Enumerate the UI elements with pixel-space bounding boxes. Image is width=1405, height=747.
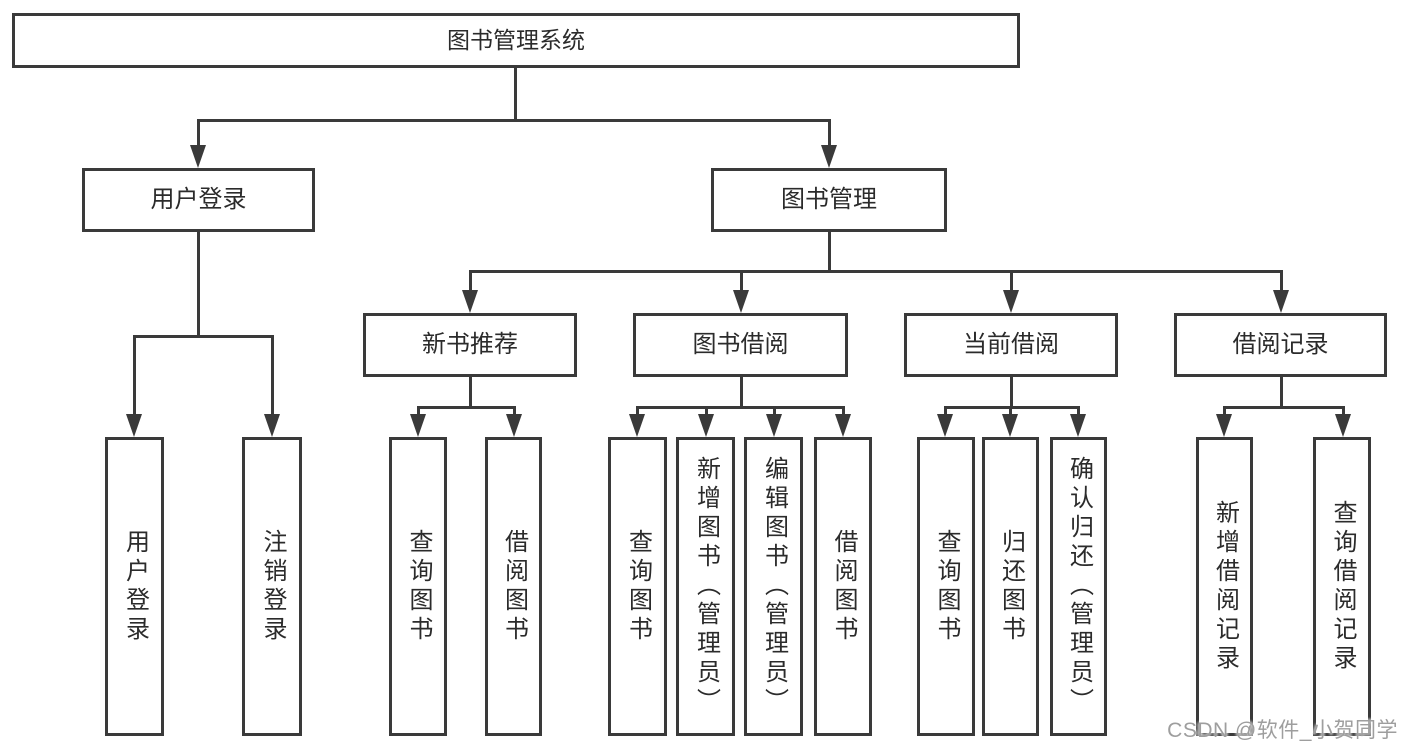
connector-line [1010, 270, 1013, 292]
node-book-management: 图书管理 [711, 168, 947, 232]
connector-line [1077, 406, 1080, 416]
connector-line [197, 119, 200, 147]
leaf-logout: 注销登录 [242, 437, 302, 736]
node-book-management-label: 图书管理 [781, 185, 877, 213]
arrowhead-down-icon [821, 145, 837, 168]
connector-line [828, 119, 831, 147]
leaf-current-return-book: 归还图书 [982, 437, 1039, 736]
leaf-logout-label: 注销登录 [259, 528, 286, 645]
leaf-current-query-book: 查询图书 [917, 437, 975, 736]
leaf-recommend-borrow-book: 借阅图书 [485, 437, 542, 736]
arrowhead-down-icon [410, 414, 426, 437]
connector-line [469, 377, 472, 408]
connector-line [197, 232, 200, 337]
leaf-borrow-add-book-admin: 新增图书（管理员） [676, 437, 735, 736]
leaf-borrow-edit-book-admin-label: 编辑图书（管理员） [760, 456, 788, 717]
connector-line [828, 232, 831, 272]
leaf-borrow-query-book: 查询图书 [608, 437, 667, 736]
connector-line [197, 119, 831, 122]
arrowhead-down-icon [698, 414, 714, 437]
connector-line [705, 406, 708, 416]
leaf-current-confirm-return-admin: 确认归还（管理员） [1050, 437, 1107, 736]
arrowhead-down-icon [462, 290, 478, 313]
connector-line [842, 406, 845, 416]
connector-line [636, 406, 639, 416]
leaf-borrow-borrow-book-label: 借阅图书 [830, 528, 857, 645]
arrowhead-down-icon [733, 290, 749, 313]
arrowhead-down-icon [1273, 290, 1289, 313]
leaf-borrow-borrow-book: 借阅图书 [814, 437, 872, 736]
node-user-login: 用户登录 [82, 168, 315, 232]
connector-line [514, 68, 517, 121]
leaf-borrow-edit-book-admin: 编辑图书（管理员） [744, 437, 803, 736]
arrowhead-down-icon [1070, 414, 1086, 437]
arrowhead-down-icon [629, 414, 645, 437]
csdn-watermark: CSDN @软件_小贺同学 [1167, 719, 1398, 742]
leaf-record-add-borrow-record-label: 新增借阅记录 [1211, 499, 1239, 674]
connector-line [417, 406, 516, 409]
connector-line [469, 270, 1283, 273]
connector-line [944, 406, 1080, 409]
leaf-recommend-borrow-book-label: 借阅图书 [500, 528, 528, 645]
connector-line [636, 406, 845, 409]
node-user-login-label: 用户登录 [150, 185, 247, 213]
node-library-system-label: 图书管理系统 [447, 26, 585, 53]
node-book-borrow-label: 图书借阅 [692, 330, 789, 358]
connector-line [740, 377, 743, 408]
connector-line [1342, 406, 1345, 416]
connector-line [271, 335, 274, 416]
arrowhead-down-icon [1335, 414, 1351, 437]
connector-line [469, 270, 472, 292]
arrowhead-down-icon [835, 414, 851, 437]
arrowhead-down-icon [937, 414, 953, 437]
arrowhead-down-icon [126, 414, 142, 437]
leaf-current-query-book-label: 查询图书 [933, 528, 960, 645]
leaf-current-return-book-label: 归还图书 [997, 528, 1025, 645]
arrowhead-down-icon [1002, 414, 1018, 437]
leaf-current-confirm-return-admin-label: 确认归还（管理员） [1065, 456, 1093, 717]
connector-line [513, 406, 516, 416]
leaf-user-login-label: 用户登录 [121, 528, 149, 645]
node-book-borrow: 图书借阅 [633, 313, 848, 377]
leaf-borrow-query-book-label: 查询图书 [624, 528, 652, 645]
connector-line [1280, 377, 1283, 408]
node-new-book-recommend: 新书推荐 [363, 313, 577, 377]
connector-line [1010, 377, 1013, 408]
connector-line [740, 270, 743, 292]
leaf-record-query-borrow-record: 查询借阅记录 [1313, 437, 1371, 736]
arrowhead-down-icon [506, 414, 522, 437]
connector-line [773, 406, 776, 416]
connector-line [1223, 406, 1345, 409]
node-borrow-record-label: 借阅记录 [1232, 330, 1329, 358]
leaf-record-query-borrow-record-label: 查询借阅记录 [1329, 499, 1356, 674]
connector-line [1280, 270, 1283, 292]
node-library-system: 图书管理系统 [12, 13, 1020, 68]
leaf-recommend-query-book-label: 查询图书 [405, 528, 432, 645]
leaf-borrow-add-book-admin-label: 新增图书（管理员） [692, 456, 720, 717]
connector-line [1223, 406, 1226, 416]
connector-line [417, 406, 420, 416]
arrowhead-down-icon [1216, 414, 1232, 437]
node-current-borrow-label: 当前借阅 [963, 330, 1059, 358]
arrowhead-down-icon [190, 145, 206, 168]
node-current-borrow: 当前借阅 [904, 313, 1118, 377]
connector-line [133, 335, 274, 338]
node-new-book-recommend-label: 新书推荐 [422, 330, 518, 358]
arrowhead-down-icon [766, 414, 782, 437]
leaf-user-login: 用户登录 [105, 437, 164, 736]
arrowhead-down-icon [264, 414, 280, 437]
connector-line [1009, 406, 1012, 416]
connector-line [944, 406, 947, 416]
connector-line [133, 335, 136, 416]
leaf-record-add-borrow-record: 新增借阅记录 [1196, 437, 1253, 736]
arrowhead-down-icon [1003, 290, 1019, 313]
node-borrow-record: 借阅记录 [1174, 313, 1387, 377]
leaf-recommend-query-book: 查询图书 [389, 437, 447, 736]
